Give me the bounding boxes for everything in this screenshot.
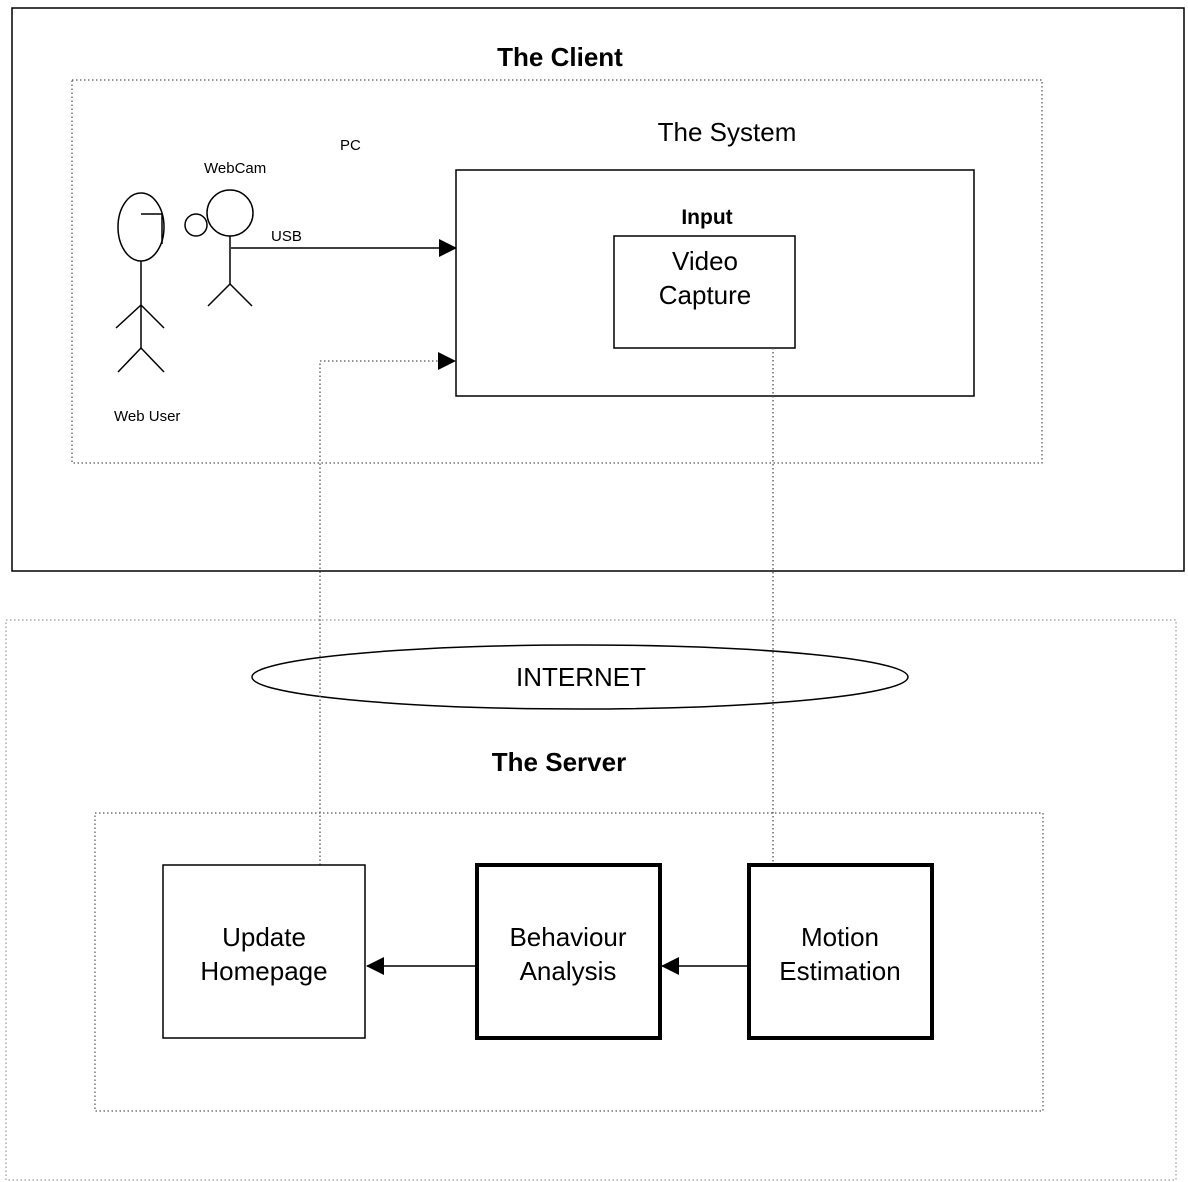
webcam-label: WebCam <box>204 160 266 177</box>
internet-ellipse <box>251 644 909 710</box>
server-frame <box>5 619 1177 1181</box>
web-user-label: Web User <box>114 408 180 425</box>
behaviour-analysis-label-1: Behaviour <box>509 922 626 952</box>
update-homepage-label-2: Homepage <box>200 956 327 986</box>
pc-label: PC <box>340 137 361 154</box>
motion-estimation-label-1: Motion <box>801 922 879 952</box>
system-title: The System <box>658 117 797 147</box>
server-area <box>94 812 1044 1112</box>
update-homepage-label-1: Update <box>222 922 306 952</box>
client-frame <box>11 7 1185 572</box>
webcam-figure <box>184 189 254 307</box>
update-homepage-box <box>162 864 366 1039</box>
motion-estimation-label-2: Estimation <box>779 956 900 986</box>
video-capture-label-2: Capture <box>659 280 752 310</box>
pc-area <box>71 79 1043 464</box>
system-box <box>455 169 975 397</box>
usb-label: USB <box>271 228 302 245</box>
server-title: The Server <box>492 747 626 777</box>
video-capture-box <box>613 235 796 349</box>
behaviour-analysis-label-2: Analysis <box>520 956 617 986</box>
behaviour-analysis-box <box>475 863 662 1040</box>
input-label: Input <box>681 206 732 229</box>
video-capture-label-1: Video <box>672 246 738 276</box>
homepage-to-system-arrowhead <box>438 352 456 370</box>
web-user-figure <box>115 192 165 373</box>
homepage-to-system-link <box>319 360 440 865</box>
internet-label: INTERNET <box>516 662 646 692</box>
motion-estimation-box <box>747 863 934 1040</box>
client-title: The Client <box>497 42 623 72</box>
